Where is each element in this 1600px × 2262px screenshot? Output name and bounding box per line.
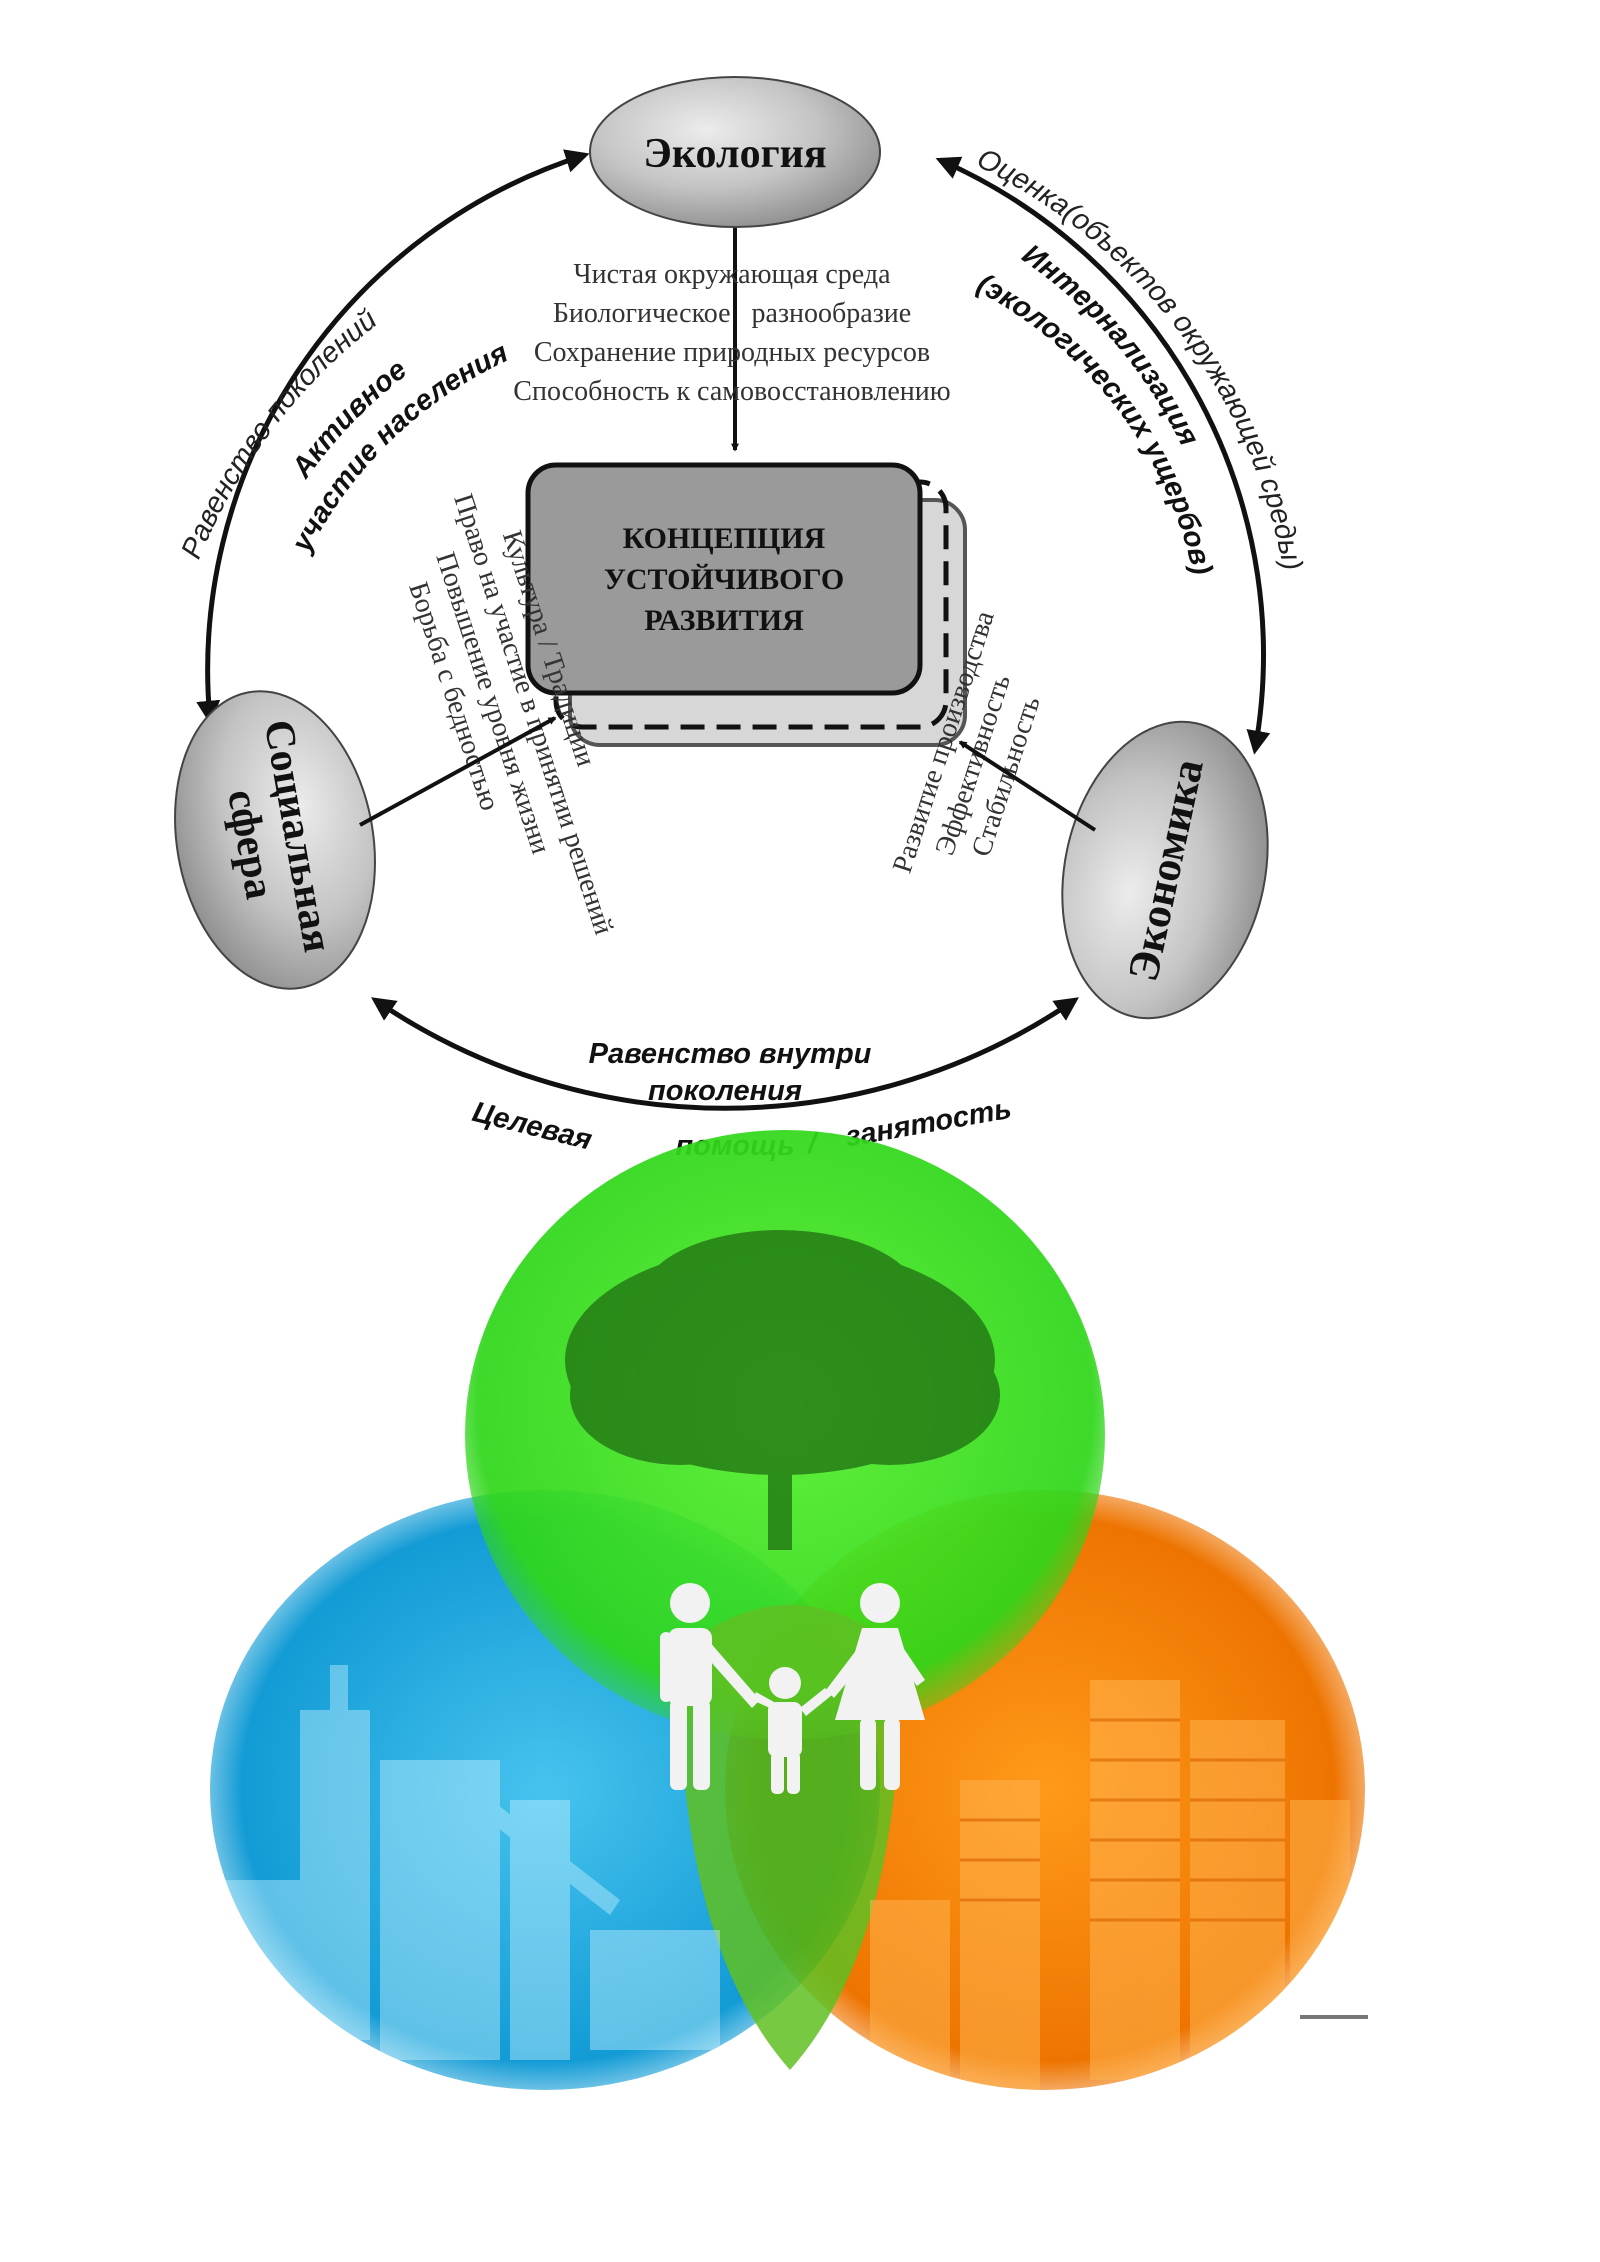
economy-node: Экономика	[1061, 720, 1269, 1020]
tree-icon	[565, 1230, 1000, 1550]
concept-title-line2: УСТОЙЧИВОГО	[604, 563, 844, 596]
arrow-social-to-economy	[371, 997, 1079, 1111]
ecology-node	[589, 76, 881, 228]
concept-title-line3: РАЗВИТИЯ	[644, 604, 804, 637]
ecology-items: Чистая окружающая среда Биологическое ра…	[513, 259, 950, 407]
venn-center-overlap	[679, 1605, 901, 2070]
concept-title-line1: КОНЦЕПЦИЯ	[623, 522, 826, 555]
bottom-arc-label-1: Равенство внутри	[589, 1038, 872, 1070]
concept-diagram: КОНЦЕПЦИЯ УСТОЙЧИВОГО РАЗВИТИЯ Экология …	[174, 76, 1308, 1162]
buildings-windows	[960, 1718, 1285, 1922]
scan-artifact	[1300, 2015, 1368, 2019]
ecology-label: Экология	[643, 131, 826, 177]
bottom-arc-label-2: поколения	[648, 1075, 802, 1107]
ecology-item: Биологическое разнообразие	[553, 298, 911, 329]
ecology-item: Способность к самовосстановлению	[513, 376, 950, 407]
right-arc-inner-label-1: Интернализация	[1016, 238, 1205, 451]
arrow-social-to-ecology	[196, 149, 590, 725]
arrow-economy-to-concept	[958, 740, 1097, 832]
family-icon	[660, 1583, 925, 1794]
bottom-word-target: Целевая	[469, 1096, 595, 1157]
arrow-ecology-to-economy	[935, 156, 1271, 755]
ecology-item: Сохранение природных ресурсов	[534, 337, 930, 368]
factory-icon	[215, 1665, 720, 2070]
venn-illustration	[210, 1130, 1365, 2090]
ecology-item: Чистая окружающая среда	[573, 259, 891, 290]
social-node: Социальная сфера	[174, 690, 376, 990]
concept-box	[525, 462, 923, 696]
arrow-social-to-concept	[359, 716, 557, 827]
